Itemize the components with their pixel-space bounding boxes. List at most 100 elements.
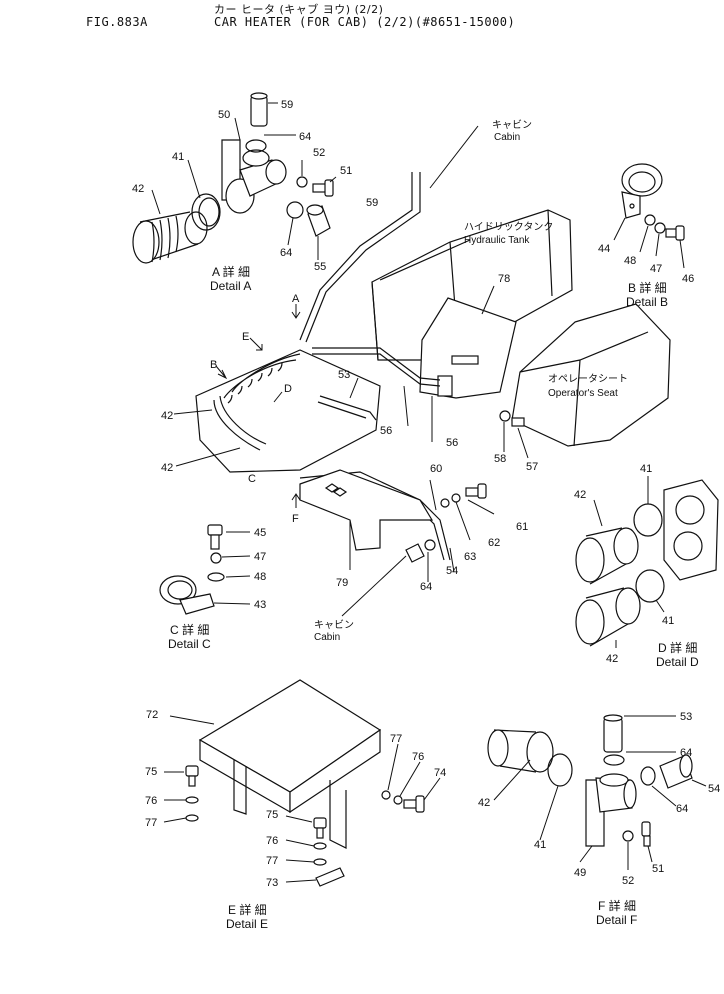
- detail-e-caption-jp: E 詳 細: [228, 902, 267, 917]
- clamp-64-f-top: [603, 754, 625, 766]
- callout-labels: 59 50 64 52 51 41 42 64 55 59 44 48 47 4…: [132, 99, 720, 889]
- cabin-note-bottom: Cabin: [314, 632, 340, 643]
- callout-76: 76: [145, 795, 157, 807]
- callout-43: 43: [254, 599, 266, 611]
- callout-51: 51: [652, 863, 664, 875]
- corrugated-hose-42-d-upper: [575, 527, 639, 585]
- hose-tube-59: [250, 92, 268, 127]
- bolt-57: [511, 417, 525, 427]
- bolt-61: [465, 483, 487, 499]
- detail-a-assembly: [132, 92, 337, 264]
- callout-63: 63: [464, 551, 476, 563]
- callout-46: 46: [682, 273, 694, 285]
- view-letter-b: B: [210, 359, 217, 371]
- view-letter-c: C: [248, 473, 256, 485]
- detail-c-assembly: [159, 524, 251, 615]
- callout-47: 47: [254, 551, 266, 563]
- cover-panel-78: [419, 285, 517, 399]
- callout-51: 51: [340, 165, 352, 177]
- heater-frame: [195, 349, 381, 473]
- callout-76: 76: [266, 835, 278, 847]
- bolt-75-left: [185, 765, 199, 787]
- hose-clamp-64: [245, 139, 267, 153]
- callout-57: 57: [526, 461, 538, 473]
- plate-with-ports: [663, 479, 719, 581]
- detail-c-caption-jp: C 詳 細: [170, 622, 209, 637]
- arrow-f: [291, 493, 301, 508]
- corrugated-hose-42: [132, 211, 208, 264]
- heater-pipe-59: [299, 172, 421, 343]
- callout-53: 53: [338, 369, 350, 381]
- bolt-51-f: [641, 821, 651, 847]
- callout-47: 47: [650, 263, 662, 275]
- washer-48: [644, 214, 656, 226]
- bolt-51: [312, 179, 334, 197]
- hydraulic-tank-note: Hydraulic Tank: [464, 235, 530, 246]
- callout-77: 77: [145, 817, 157, 829]
- hose-clamp-64-b: [286, 201, 304, 219]
- detail-a-caption: Detail A: [210, 279, 251, 293]
- callout-56: 56: [446, 437, 458, 449]
- callout-78: 78: [498, 273, 510, 285]
- hydraulic-tank-note-jp: ハイドリックタンク: [464, 221, 553, 233]
- callout-62: 62: [488, 537, 500, 549]
- washer-76-right: [393, 795, 403, 805]
- callout-54: 54: [708, 783, 720, 795]
- title-japanese: カー ヒータ (キャブ ヨウ) (2/2): [214, 3, 384, 16]
- washer-63: [440, 498, 450, 508]
- cabin-leader-bottom: [341, 555, 407, 617]
- callout-42: 42: [574, 489, 586, 501]
- callout-54: 54: [446, 565, 458, 577]
- callout-56: 56: [380, 425, 392, 437]
- callout-77: 77: [390, 733, 402, 745]
- callout-42: 42: [478, 797, 490, 809]
- diagram-title: CAR HEATER (FOR CAB) (2/2)(#8651-15000): [214, 15, 516, 29]
- callout-52: 52: [313, 147, 325, 159]
- clamp-41-f: [547, 753, 573, 787]
- detail-b-caption: Detail B: [626, 295, 668, 309]
- view-letter-f: F: [292, 513, 299, 525]
- detail-b-caption-jp: B 詳 細: [628, 280, 667, 295]
- washer-58: [499, 410, 511, 422]
- arrow-b: [215, 365, 228, 380]
- callout-41: 41: [172, 151, 184, 163]
- cabin-note-jp: キャビン: [492, 119, 532, 131]
- callout-42: 42: [161, 462, 173, 474]
- callout-77: 77: [266, 855, 278, 867]
- clamp-41-d-lower: [635, 569, 665, 603]
- hose-tube-55: [306, 204, 331, 237]
- mesh-pattern: [324, 483, 348, 497]
- hose-ribs: [227, 362, 283, 404]
- corrugated-hose-42-lower: [213, 395, 267, 451]
- callout-73: 73: [266, 877, 278, 889]
- detail-d-caption-jp: D 詳 細: [658, 640, 697, 655]
- operator-seat-note-jp: オペレータシート: [548, 373, 628, 385]
- washer-62: [451, 493, 461, 503]
- washer-77-mid: [313, 858, 327, 866]
- view-letter-d: D: [284, 383, 292, 395]
- clamp-64-f-side: [640, 766, 656, 786]
- detail-f-caption: Detail F: [596, 913, 637, 927]
- callout-42: 42: [161, 410, 173, 422]
- callout-52: 52: [622, 875, 634, 887]
- view-letter-e: E: [242, 331, 249, 343]
- callout-64: 64: [680, 747, 692, 759]
- operator-seat-note: Operator's Seat: [548, 388, 618, 399]
- cabin-note-bottom-jp: キャビン: [314, 619, 354, 631]
- callout-55: 55: [314, 261, 326, 273]
- tube-53-f: [603, 714, 623, 753]
- callout-59: 59: [366, 197, 378, 209]
- corrugated-hose-42-d-lower: [575, 587, 641, 647]
- bracket-plate-79: [299, 469, 434, 551]
- washer-47-c: [210, 552, 222, 564]
- callout-48: 48: [254, 571, 266, 583]
- bolt-46: [665, 225, 685, 241]
- bolt-75-mid: [313, 817, 327, 839]
- detail-e-assembly: [163, 679, 441, 887]
- detail-d-caption: Detail D: [656, 655, 699, 669]
- cover-72: [198, 679, 382, 849]
- callout-41: 41: [534, 839, 546, 851]
- washer-76-mid: [313, 842, 327, 850]
- detail-f-caption-jp: F 詳 細: [598, 898, 636, 913]
- callout-41: 41: [640, 463, 652, 475]
